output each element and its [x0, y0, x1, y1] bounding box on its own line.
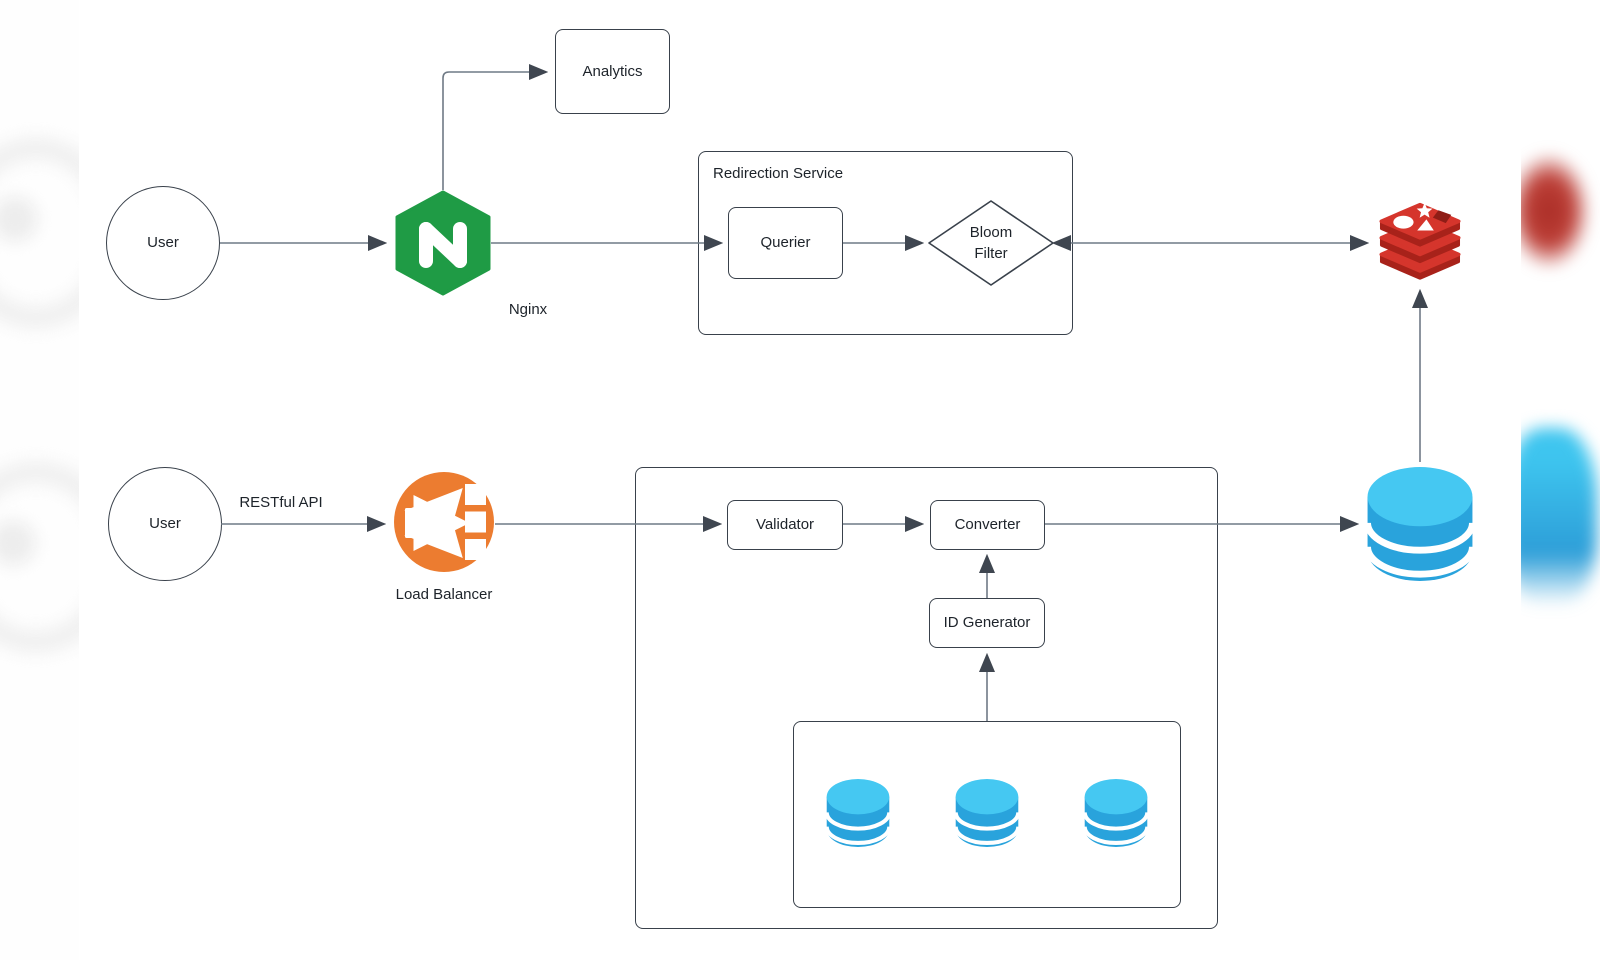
user-node-top: User — [106, 186, 220, 300]
blur-circle-decoration — [0, 520, 36, 566]
converter-node: Converter — [930, 500, 1045, 550]
validator-label: Validator — [755, 516, 815, 533]
blur-redis-decoration — [1521, 152, 1591, 270]
blur-circle-decoration — [0, 196, 38, 242]
nginx-label: Nginx — [508, 301, 548, 318]
redirection-service-label: Redirection Service — [713, 165, 844, 182]
converter-label: Converter — [954, 516, 1021, 533]
database-cylinder-icon — [824, 774, 892, 852]
load-balancer-icon — [394, 472, 494, 572]
validator-node: Validator — [727, 500, 843, 550]
database-cylinder-icon — [1363, 460, 1477, 588]
nginx-hexagon-icon — [395, 190, 491, 296]
user-label: User — [149, 515, 181, 532]
analytics-node: Analytics — [555, 29, 670, 114]
bloom-filter-label: Bloom Filter — [969, 224, 1013, 262]
user-node-bottom: User — [108, 467, 222, 581]
user-label: User — [147, 234, 179, 251]
querier-node: Querier — [728, 207, 843, 279]
blur-circle-decoration — [0, 462, 79, 652]
querier-label: Querier — [760, 234, 811, 251]
blur-database-decoration — [1521, 428, 1597, 606]
id-generator-node: ID Generator — [929, 598, 1045, 648]
left-blur-band — [0, 0, 79, 960]
database-cylinder-icon — [953, 774, 1021, 852]
nginx-letter-overlay: N — [395, 190, 491, 296]
right-blur-band — [1521, 0, 1600, 960]
database-cylinder-icon — [1082, 774, 1150, 852]
blur-circle-decoration — [0, 138, 79, 328]
analytics-label: Analytics — [582, 62, 643, 80]
load-balancer-label: Load Balancer — [395, 586, 493, 603]
restful-api-edge-label: RESTful API — [239, 494, 323, 511]
edge-nginx-to-analytics — [442, 64, 549, 190]
redis-database-icon — [1379, 202, 1461, 280]
id-generator-label: ID Generator — [943, 614, 1031, 631]
